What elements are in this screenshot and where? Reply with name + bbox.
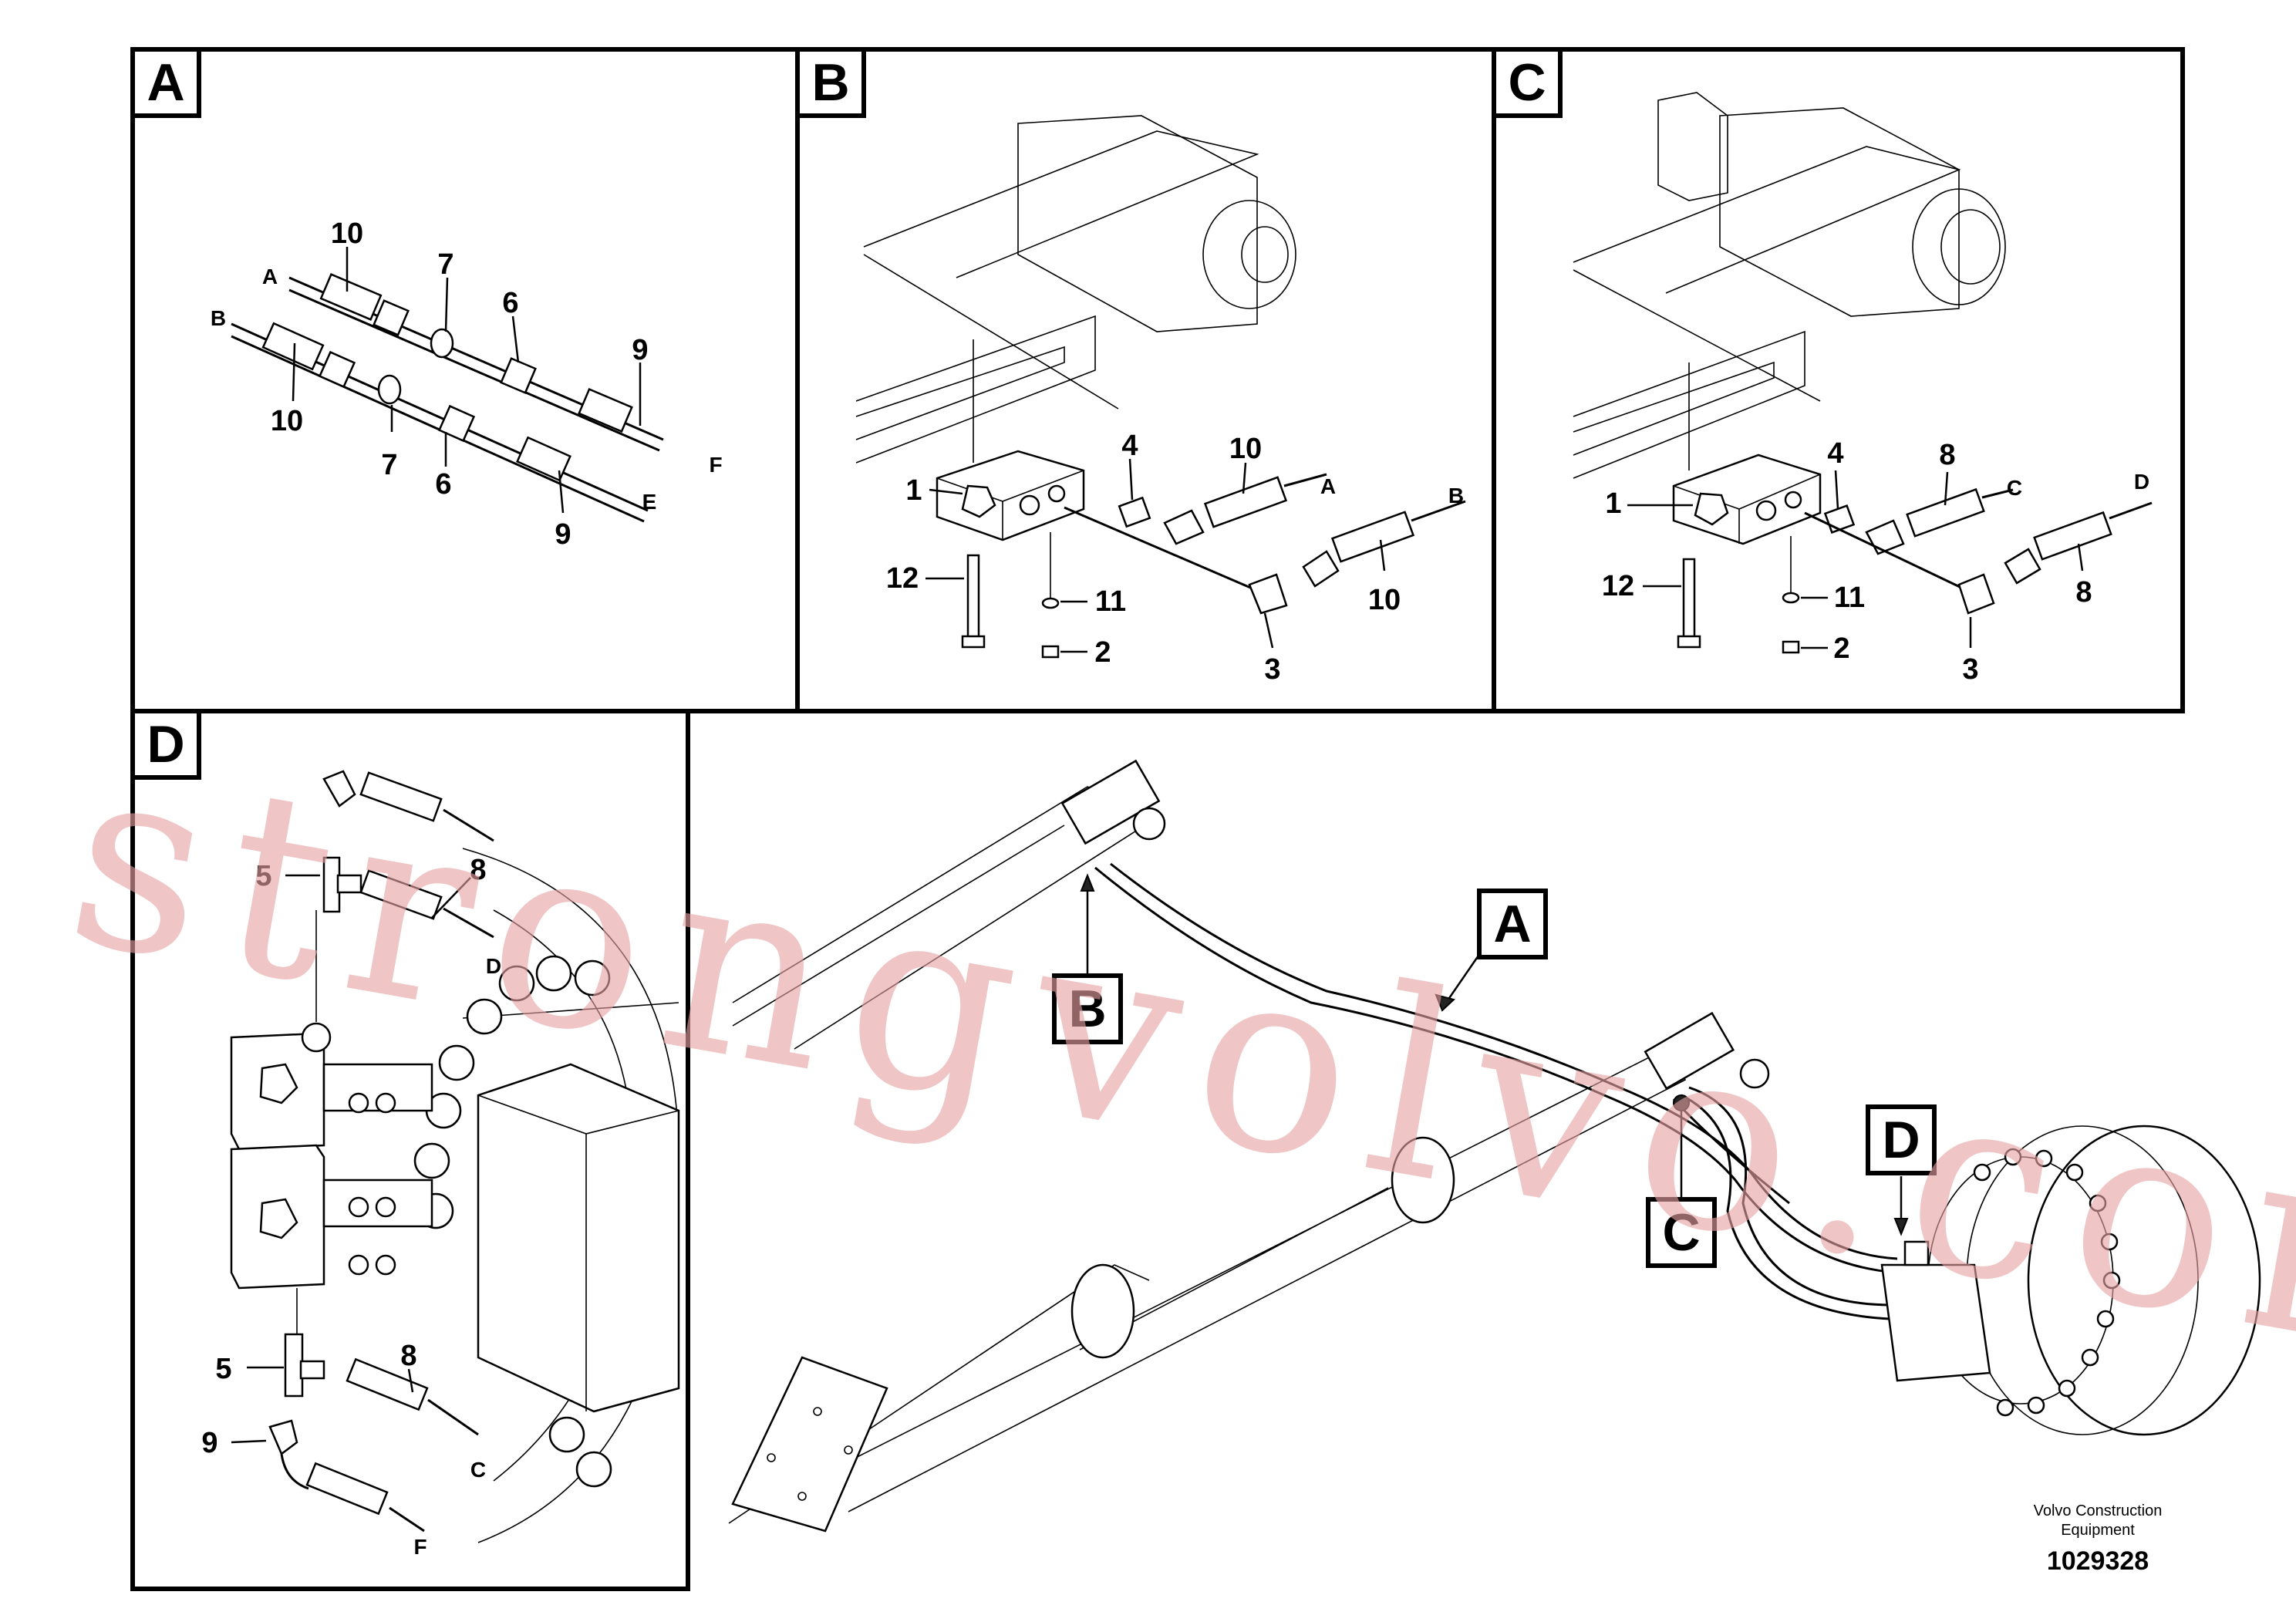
overview-tag-d: D <box>1866 1104 1937 1175</box>
callout-b-2: 2 <box>1094 636 1111 669</box>
callout-d-9: 9 <box>201 1427 217 1459</box>
svg-text:B: B <box>1068 980 1106 1038</box>
callout-b-10-upper: 10 <box>1229 433 1262 465</box>
callout-a-9-lower: 9 <box>555 518 571 551</box>
callout-a-6-upper: 6 <box>502 287 518 319</box>
panel-d-tag: D <box>130 709 201 780</box>
svg-text:A: A <box>1493 895 1531 953</box>
callout-c-11: 11 <box>1834 582 1865 614</box>
brand-line-1: Volvo Construction <box>2034 1502 2163 1519</box>
callout-b-10-lower: 10 <box>1368 584 1401 616</box>
callout-a-7-upper: 7 <box>437 248 453 281</box>
callout-d-5-upper: 5 <box>255 860 271 892</box>
end-label-e: E <box>642 490 657 514</box>
overview-tag-c: C <box>1646 1197 1717 1268</box>
end-label-f: F <box>709 453 722 477</box>
panel-a-tag: A <box>130 47 201 118</box>
callout-c-12: 12 <box>1602 570 1634 602</box>
callout-a-10-lower: 10 <box>271 405 303 437</box>
svg-text:B: B <box>811 53 849 112</box>
panel-c-tag: C <box>1492 47 1563 118</box>
end-label-b: B <box>211 306 226 330</box>
callout-c-1: 1 <box>1605 487 1621 520</box>
svg-text:C: C <box>1662 1203 1700 1262</box>
overview-tag-a: A <box>1477 889 1548 959</box>
motor-bolts <box>1973 1148 2121 1417</box>
panel-b-drawing <box>855 115 1466 659</box>
svg-text:A: A <box>147 53 184 112</box>
svg-text:C: C <box>1508 53 1546 112</box>
callout-b-3: 3 <box>1264 653 1280 686</box>
overview-tag-b: B <box>1052 973 1123 1044</box>
panel-d-frame <box>130 709 690 1591</box>
callout-c-2: 2 <box>1833 632 1849 665</box>
brand-line-2: Equipment <box>2061 1522 2135 1539</box>
panel-a-drawing <box>231 247 664 523</box>
callout-a-7-lower: 7 <box>381 449 397 481</box>
callout-c-3: 3 <box>1962 653 1978 686</box>
overview-drawing <box>728 759 2261 1533</box>
panel-b-tag: B <box>795 47 866 118</box>
callout-b-11: 11 <box>1095 585 1126 618</box>
callout-c-8-lower: 8 <box>2075 576 2092 609</box>
callout-b-4: 4 <box>1121 430 1138 462</box>
callout-b-1: 1 <box>905 474 922 507</box>
c-end-label-c: C <box>2007 476 2022 500</box>
callout-a-10-upper: 10 <box>331 218 363 250</box>
callout-c-8-upper: 8 <box>1939 439 1955 471</box>
flange-bolts <box>413 955 612 1488</box>
callout-a-9-upper: 9 <box>632 334 648 366</box>
callout-d-8-upper: 8 <box>470 854 486 886</box>
d-end-label-c: C <box>470 1458 486 1482</box>
end-label-a: A <box>262 265 278 288</box>
panel-c-drawing <box>1573 92 2153 654</box>
callout-c-4: 4 <box>1827 437 1843 470</box>
panel-a-frame <box>130 47 800 713</box>
panel-d-drawing <box>230 770 680 1543</box>
panel-c-frame <box>1492 47 2185 713</box>
callout-d-8-lower: 8 <box>400 1340 416 1372</box>
svg-text:D: D <box>147 715 184 774</box>
svg-text:D: D <box>1882 1111 1920 1169</box>
callout-b-12: 12 <box>886 562 919 595</box>
drawing-number: 1029328 <box>2047 1546 2149 1576</box>
b-end-label-a: A <box>1320 474 1336 498</box>
c-end-label-d: D <box>2134 470 2149 494</box>
callout-a-6-lower: 6 <box>435 468 451 501</box>
d-end-label-f: F <box>413 1535 426 1559</box>
callout-d-5-lower: 5 <box>215 1353 231 1385</box>
d-end-label-d: D <box>486 954 501 978</box>
b-end-label-b: B <box>1448 484 1464 508</box>
